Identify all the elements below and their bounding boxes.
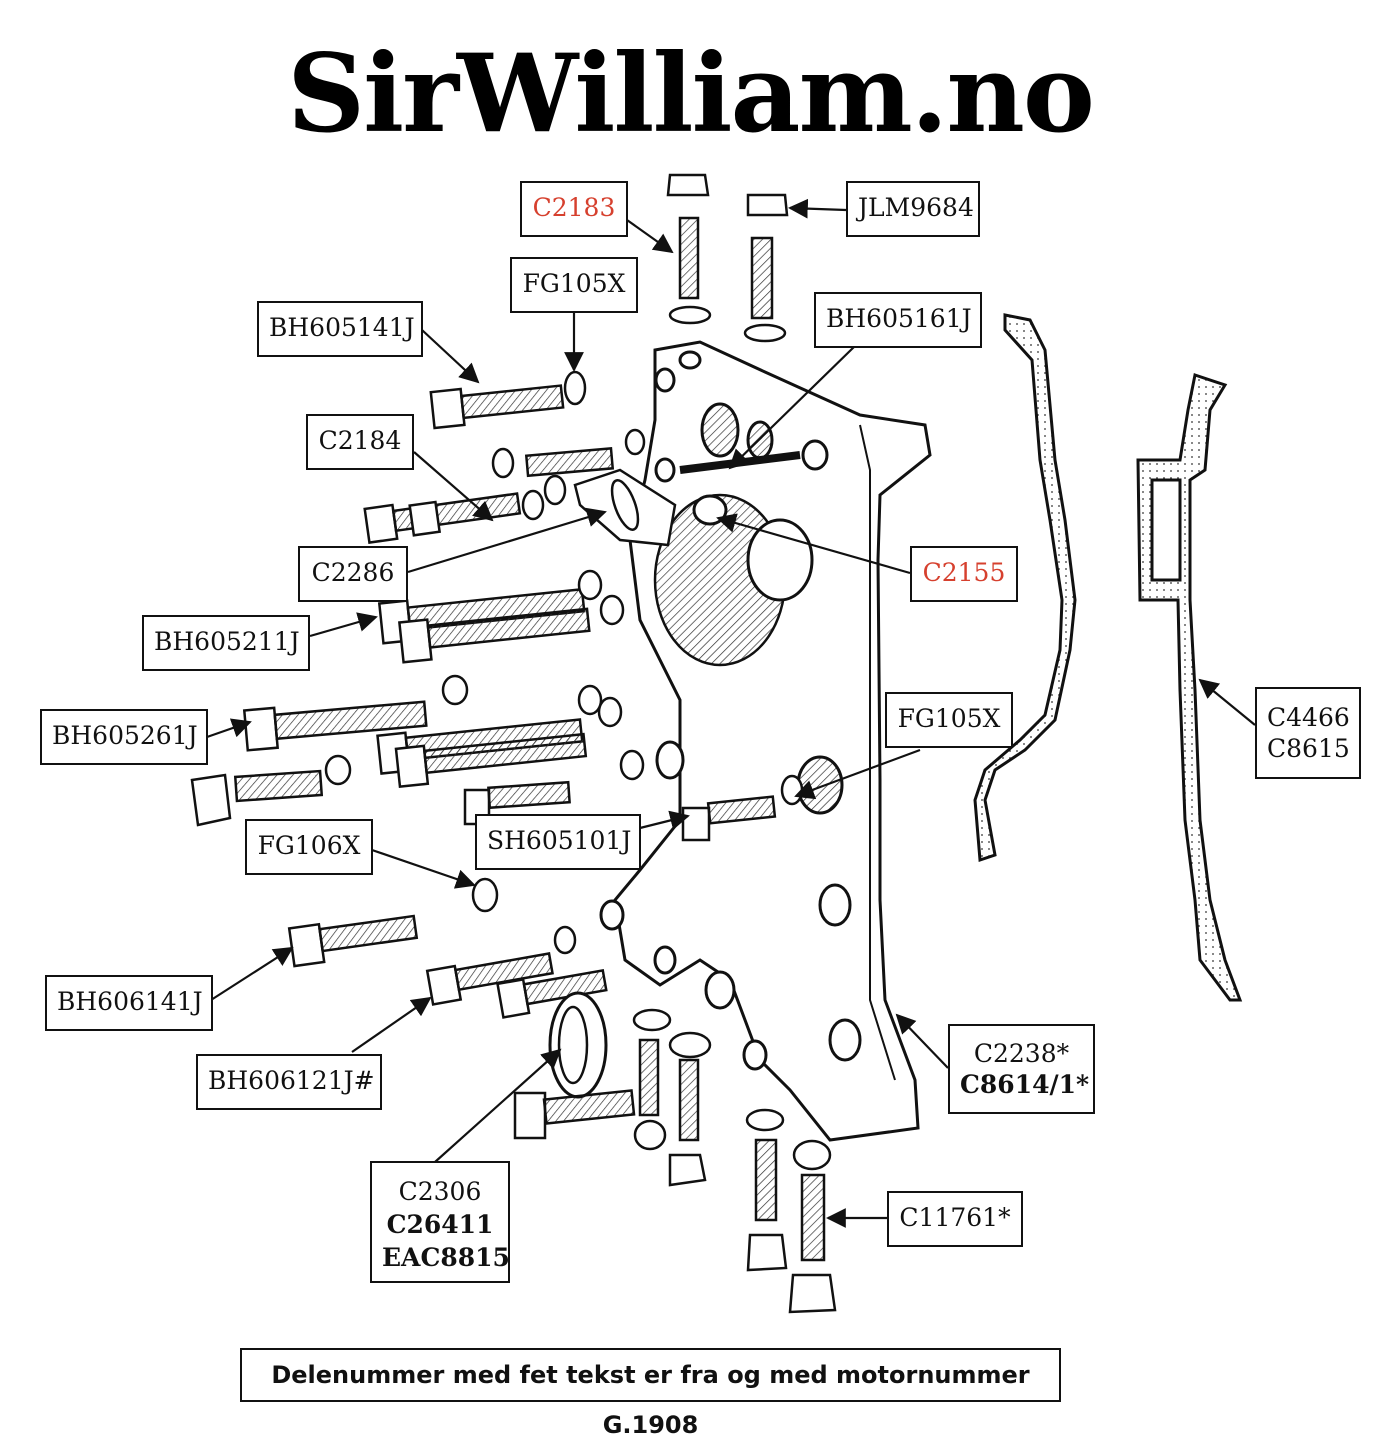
label-c2306-line1: C2306 — [398, 1177, 482, 1206]
label-c2184: C2184 — [306, 414, 414, 470]
label-bh605211j-text: BH605211J — [154, 627, 300, 656]
label-c2155: C2155 — [910, 546, 1018, 602]
label-jlm9684-text: JLM9684 — [858, 193, 974, 222]
label-bh605141j: BH605141J — [257, 301, 423, 357]
label-fg105x-mid: FG105X — [885, 692, 1013, 748]
label-bh606141j: BH606141J — [45, 975, 213, 1031]
label-sh605101j: SH605101J — [475, 814, 641, 870]
label-bh605261j-text: BH605261J — [52, 721, 198, 750]
label-fg106x: FG106X — [245, 819, 373, 875]
label-bh605211j: BH605211J — [142, 615, 310, 671]
label-fg105x-top: FG105X — [510, 257, 638, 313]
label-sh605101j-text: SH605101J — [487, 826, 632, 855]
label-c2286: C2286 — [298, 546, 408, 602]
label-c2238-line1: C2238* — [973, 1039, 1070, 1068]
label-c2238: C2238* C8614/1* — [948, 1024, 1095, 1114]
label-c2238-line2: C8614/1* — [960, 1070, 1090, 1099]
label-c4466: C4466 C8615 — [1255, 687, 1361, 779]
label-fg106x-text: FG106X — [257, 831, 361, 860]
label-c2183: C2183 — [520, 181, 628, 237]
leader-lines — [206, 198, 1256, 1228]
label-c2306-line2: C26411 — [386, 1210, 494, 1239]
label-c4466-line2: C8615 — [1267, 734, 1350, 763]
label-bh606141j-text: BH606141J — [57, 987, 203, 1016]
site-title: SirWilliam.no — [287, 31, 1095, 157]
label-bh606121j: BH606121J# — [196, 1054, 382, 1110]
label-c2306: C2306 C26411 EAC8815 — [370, 1161, 510, 1283]
timing-cover — [599, 340, 932, 1142]
label-jlm9684: JLM9684 — [846, 181, 980, 237]
label-c2286-text: C2286 — [311, 558, 395, 587]
label-bh606121j-text: BH606121J# — [208, 1066, 375, 1095]
gaskets — [973, 313, 1243, 1002]
label-c2184-text: C2184 — [318, 426, 402, 455]
footnote: Delenummer med fet tekst er fra og med m… — [240, 1348, 1061, 1439]
label-bh605161j: BH605161J — [814, 292, 982, 348]
label-c11761-text: C11761* — [899, 1203, 1011, 1232]
label-c2306-line3: EAC8815 — [382, 1243, 510, 1272]
label-fg105x-top-text: FG105X — [522, 269, 626, 298]
label-bh605141j-text: BH605141J — [269, 313, 415, 342]
label-c2155-text: C2155 — [922, 558, 1006, 587]
label-c4466-line1: C4466 — [1267, 703, 1350, 732]
label-c2183-text: C2183 — [532, 193, 616, 222]
label-c11761: C11761* — [887, 1191, 1023, 1247]
label-bh605161j-text: BH605161J — [826, 304, 972, 333]
label-bh605261j: BH605261J — [40, 709, 208, 765]
label-fg105x-mid-text: FG105X — [897, 704, 1001, 733]
